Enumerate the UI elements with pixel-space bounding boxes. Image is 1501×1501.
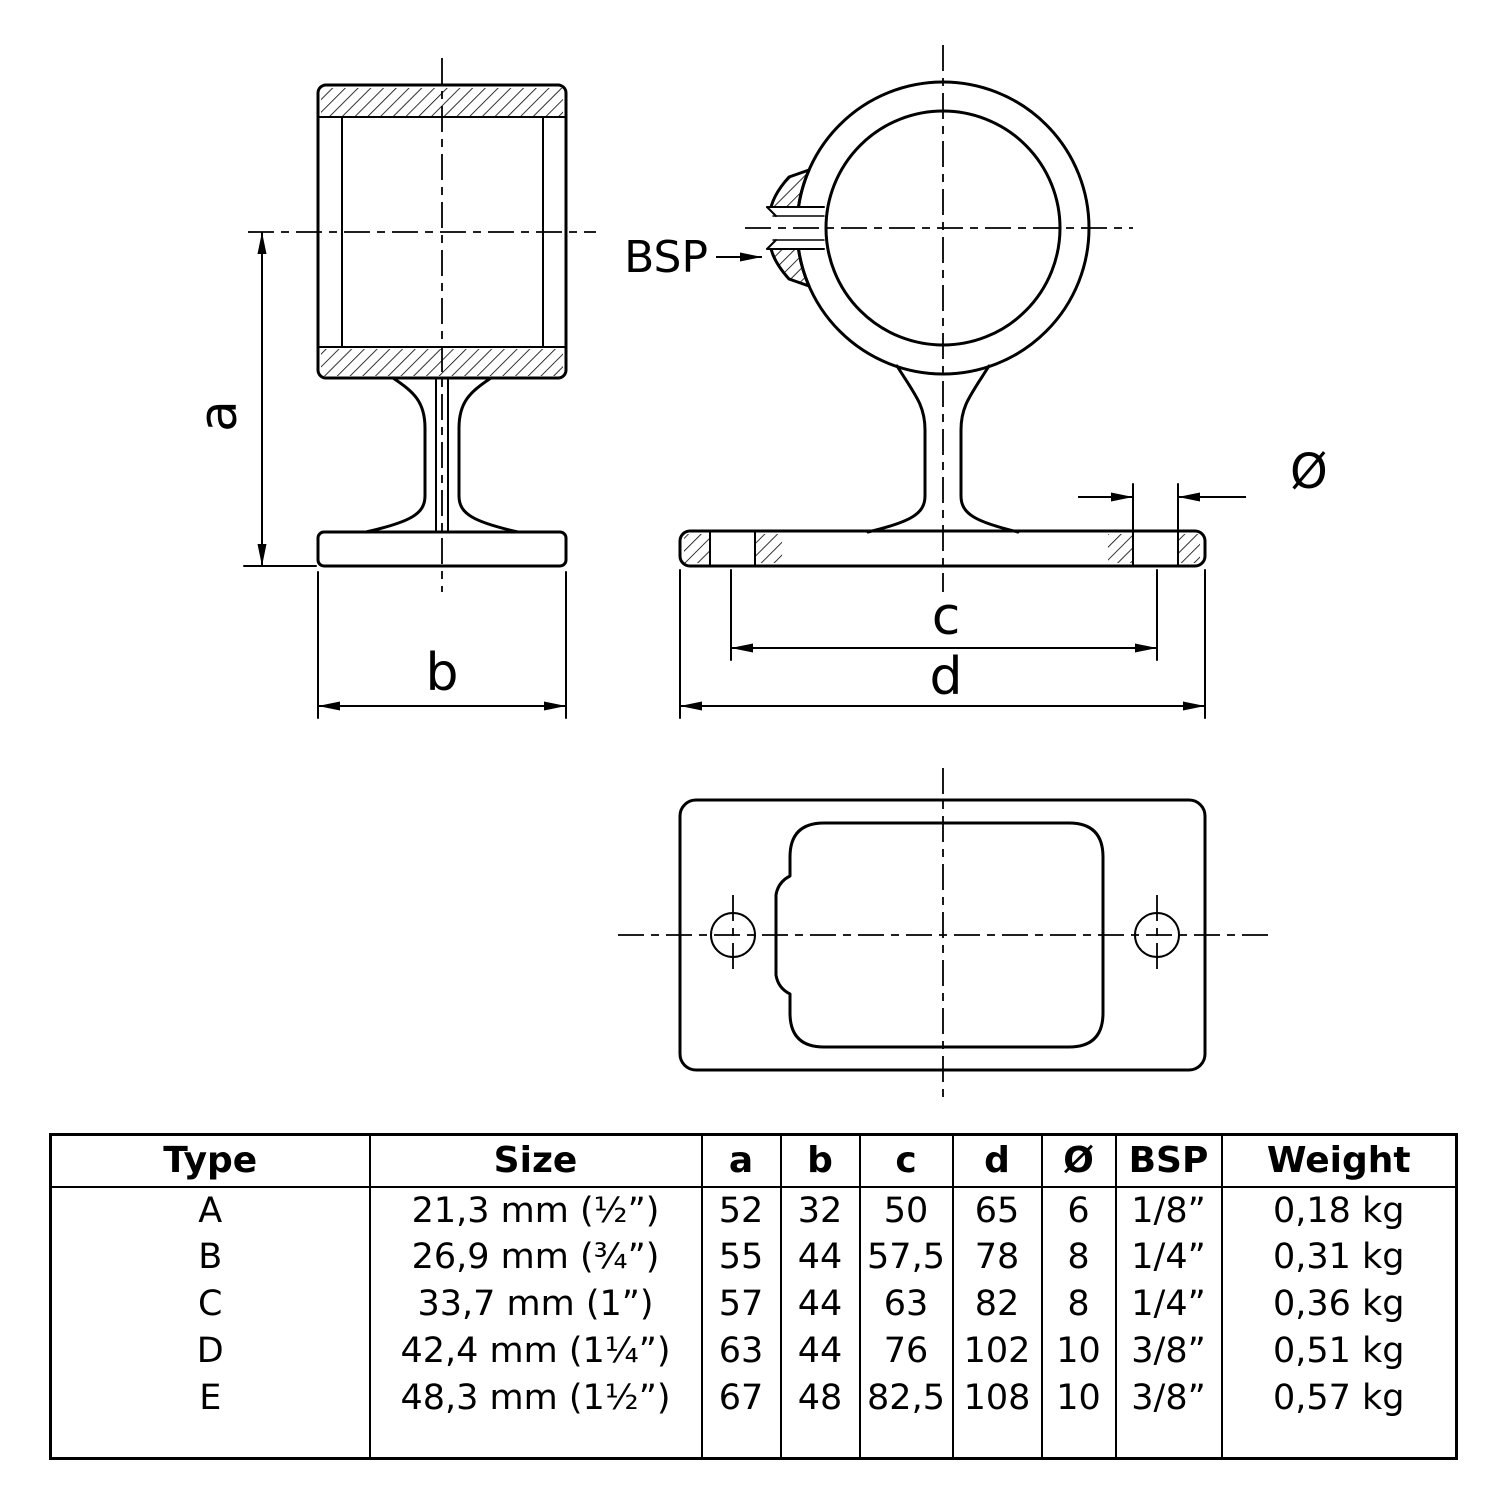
side-view: a b bbox=[189, 58, 596, 719]
table-cell: 108 bbox=[951, 1374, 1043, 1422]
table-cell: 76 bbox=[858, 1327, 954, 1375]
table-filler-row bbox=[49, 1421, 1458, 1459]
table-cell: 32 bbox=[779, 1186, 861, 1234]
diameter-label: Ø bbox=[1290, 444, 1328, 500]
table-cell: 57,5 bbox=[858, 1233, 954, 1281]
table-cell: 48,3 mm (1½”) bbox=[368, 1374, 703, 1422]
table-cell: 55 bbox=[700, 1233, 782, 1281]
flange-side bbox=[316, 530, 568, 568]
table-row: A 21,3 mm (½”) 52 32 50 65 6 1/8” 0,18 k… bbox=[49, 1186, 1458, 1234]
table-cell: A bbox=[49, 1186, 371, 1234]
dimension-diameter: Ø bbox=[1078, 444, 1328, 530]
header-weight: Weight bbox=[1220, 1134, 1458, 1188]
table-cell: 10 bbox=[1040, 1327, 1117, 1375]
table-cell: 0,36 kg bbox=[1220, 1280, 1458, 1328]
table-cell: 50 bbox=[858, 1186, 954, 1234]
top-view bbox=[618, 768, 1268, 1102]
table-cell: 78 bbox=[951, 1233, 1043, 1281]
table-cell: C bbox=[49, 1280, 371, 1328]
header-d: d bbox=[951, 1134, 1043, 1188]
table-cell: 0,31 kg bbox=[1220, 1233, 1458, 1281]
header-a: a bbox=[700, 1134, 782, 1188]
table-cell: D bbox=[49, 1327, 371, 1375]
front-view: BSP Ø c d bbox=[624, 45, 1328, 719]
table-cell: 1/4” bbox=[1114, 1280, 1223, 1328]
table-header-row: Type Size a b c d Ø BSP Weight bbox=[49, 1134, 1458, 1188]
table-row: D 42,4 mm (1¼”) 63 44 76 102 10 3/8” 0,5… bbox=[49, 1327, 1458, 1375]
table-cell: 42,4 mm (1¼”) bbox=[368, 1327, 703, 1375]
table-cell: 82 bbox=[951, 1280, 1043, 1328]
header-type: Type bbox=[49, 1134, 371, 1188]
table-cell: 8 bbox=[1040, 1233, 1117, 1281]
drawing-views: a b bbox=[189, 45, 1328, 1102]
bsp-callout: BSP bbox=[624, 232, 762, 283]
dimension-c: c bbox=[730, 569, 1158, 661]
table-cell: 0,57 kg bbox=[1220, 1374, 1458, 1422]
header-bsp: BSP bbox=[1114, 1134, 1223, 1188]
table-cell: 44 bbox=[779, 1233, 861, 1281]
table-cell: B bbox=[49, 1233, 371, 1281]
dim-c-label: c bbox=[932, 587, 961, 647]
table-cell: 1/4” bbox=[1114, 1233, 1223, 1281]
bsp-boss bbox=[766, 168, 825, 288]
table-cell: 1/8” bbox=[1114, 1186, 1223, 1234]
table-cell: 63 bbox=[858, 1280, 954, 1328]
bsp-label: BSP bbox=[624, 232, 708, 283]
table-cell: 3/8” bbox=[1114, 1327, 1223, 1375]
dimension-d: d bbox=[679, 569, 1206, 719]
stem-side bbox=[364, 376, 520, 534]
dimensions-table: Type Size a b c d Ø BSP Weight A 21,3 mm… bbox=[49, 1133, 1458, 1460]
table-cell: 48 bbox=[779, 1374, 861, 1422]
header-c: c bbox=[858, 1134, 954, 1188]
table-cell: 44 bbox=[779, 1280, 861, 1328]
table-cell: 0,51 kg bbox=[1220, 1327, 1458, 1375]
dim-a-label: a bbox=[189, 400, 249, 432]
table-cell: 3/8” bbox=[1114, 1374, 1223, 1422]
table-cell: 33,7 mm (1”) bbox=[368, 1280, 703, 1328]
table-row: B 26,9 mm (¾”) 55 44 57,5 78 8 1/4” 0,31… bbox=[49, 1233, 1458, 1281]
table-cell: 0,18 kg bbox=[1220, 1186, 1458, 1234]
dim-b-label: b bbox=[425, 643, 458, 703]
table-cell: 82,5 bbox=[858, 1374, 954, 1422]
table-cell: 67 bbox=[700, 1374, 782, 1422]
header-size: Size bbox=[368, 1134, 703, 1188]
table-cell: 26,9 mm (¾”) bbox=[368, 1233, 703, 1281]
table-cell: E bbox=[49, 1374, 371, 1422]
table-cell: 8 bbox=[1040, 1280, 1117, 1328]
table-cell: 102 bbox=[951, 1327, 1043, 1375]
body-outline-top bbox=[774, 821, 1105, 1049]
table-cell: 6 bbox=[1040, 1186, 1117, 1234]
table-row: E 48,3 mm (1½”) 67 48 82,5 108 10 3/8” 0… bbox=[49, 1374, 1458, 1422]
table-cell: 63 bbox=[700, 1327, 782, 1375]
table-cell: 65 bbox=[951, 1186, 1043, 1234]
table-cell: 52 bbox=[700, 1186, 782, 1234]
table-cell: 10 bbox=[1040, 1374, 1117, 1422]
header-diameter: Ø bbox=[1040, 1134, 1117, 1188]
table-cell: 57 bbox=[700, 1280, 782, 1328]
header-b: b bbox=[779, 1134, 861, 1188]
table-cell: 44 bbox=[779, 1327, 861, 1375]
table-cell: 21,3 mm (½”) bbox=[368, 1186, 703, 1234]
dim-d-label: d bbox=[929, 647, 962, 707]
stem-front bbox=[866, 364, 1020, 534]
dimension-b: b bbox=[317, 571, 567, 719]
dimension-a: a bbox=[189, 232, 317, 567]
table-row: C 33,7 mm (1”) 57 44 63 82 8 1/4” 0,36 k… bbox=[49, 1280, 1458, 1328]
